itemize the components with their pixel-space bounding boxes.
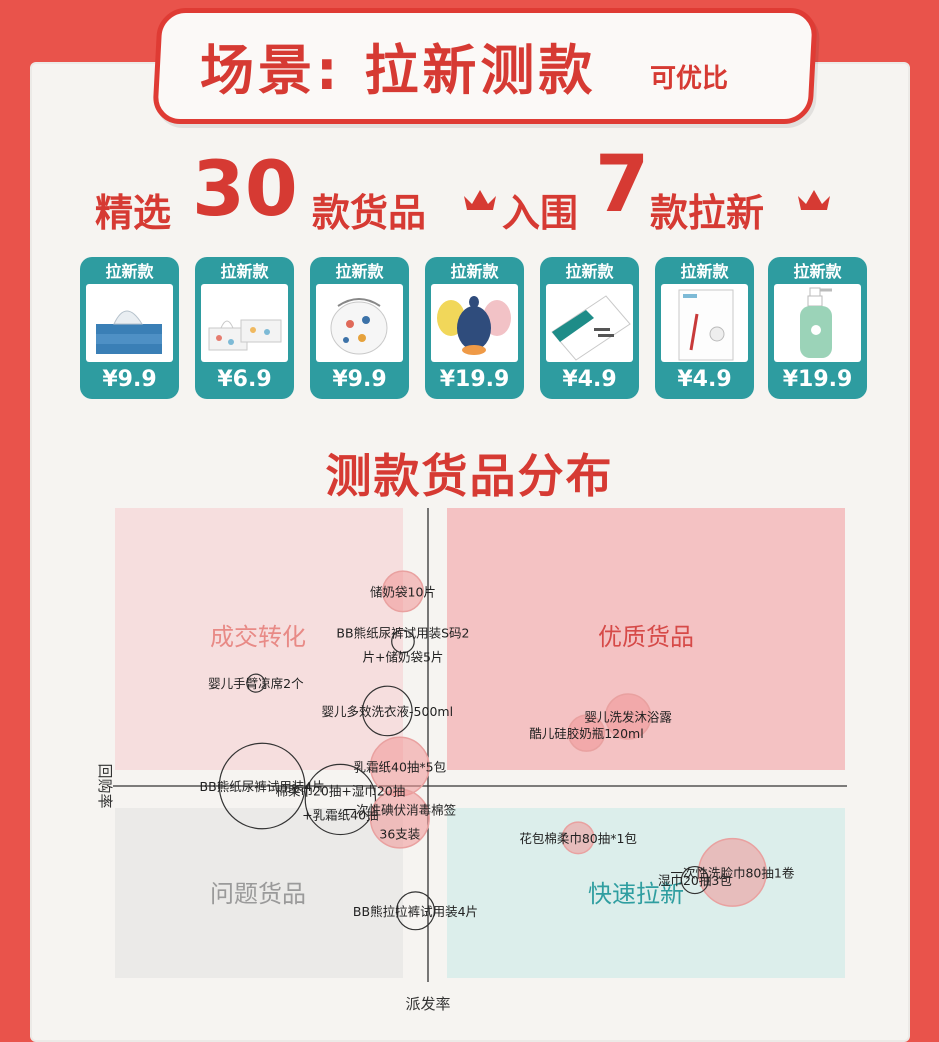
product-price: ¥19.9 [439,367,510,392]
product-card-6[interactable]: 拉新款 ¥4.9 [655,257,754,399]
product-tag: 拉新款 [565,262,614,281]
headline-number-7: 7 [595,140,650,230]
product-tag: 拉新款 [793,262,842,281]
data-label: 一次性洗脸巾80抽1卷 [670,865,794,880]
product-tag: 拉新款 [220,262,269,281]
wet-wipes-pack-icon [86,284,173,362]
product-card-5[interactable]: 拉新款 ¥4.9 [540,257,639,399]
data-point [381,570,424,613]
data-label: 婴儿洗发沐浴露 [584,710,672,725]
section-title: 测款货品分布 [325,449,614,503]
data-point [680,865,709,895]
product-card-1[interactable]: 拉新款 ¥9.9 [80,257,179,399]
data-label: 储奶袋10片 [370,584,436,599]
data-point [369,788,430,849]
product-card-3[interactable]: 拉新款 ¥9.9 [310,257,409,399]
data-label: 乳霜纸40抽*5包 [354,760,447,775]
data-label: 湿巾20抽3包 [658,873,732,888]
quadrant-label: 优质货品 [598,623,694,651]
data-point [604,693,652,740]
data-label: 酷儿硅胶奶瓶120ml [529,726,644,741]
headline-part2: 款货品 [312,191,427,235]
quadrant-label: 快速拉新 [588,880,684,908]
quadrant-top-left [115,508,403,770]
headline-part3: 入围 [502,191,579,235]
product-price: ¥4.9 [562,367,617,392]
product-tag: 拉新款 [680,262,729,281]
quadrant-label: 问题货品 [210,880,306,908]
brand-name: 可优比 [650,64,729,94]
headline-part1: 精选 [95,191,172,235]
data-label: 花包棉柔巾80抽*1包 [519,831,637,846]
headline: 精选 30 款货品 入围 7 款拉新 [0,140,939,235]
quadrant-label: 成交转化 [210,623,306,651]
quadrant-bottom-right [447,808,845,978]
body-wash-bottle-icon [774,284,861,362]
data-point [246,673,266,693]
product-tag: 拉新款 [450,262,499,281]
crown-icon [464,190,496,210]
data-label: 婴儿手臂凉席2个 [208,676,304,691]
x-axis-label: 派发率 [405,995,450,1013]
baby-bottles-icon [431,284,518,362]
data-label: 棉柔巾20抽+湿巾20抽+乳霜纸40抽 [275,783,405,822]
product-card-row: 拉新款 ¥9.9 拉新款 ¥6.9 拉新款 [80,257,870,402]
banner-title: 场景: 拉新测款 [200,39,597,102]
product-tag: 拉新款 [105,262,154,281]
quadrant-bottom-left [115,808,403,978]
data-point [395,891,435,931]
cotton-swab-box-icon [661,284,748,362]
product-price: ¥9.9 [102,367,157,392]
product-tag: 拉新款 [335,262,384,281]
data-point [304,763,377,836]
data-label: 婴儿多效洗衣液-500ml [322,704,454,719]
crown-icon [798,190,830,210]
product-price: ¥4.9 [677,367,732,392]
product-card-7[interactable]: 拉新款 ¥19.9 [768,257,867,399]
data-label: BB熊纸尿裤试用装4片 [200,779,325,794]
tissue-boxes-icon [201,284,288,362]
data-point [361,685,413,737]
cotton-roll-bag-icon [316,284,403,362]
product-price: ¥6.9 [217,367,272,392]
data-point [391,629,415,654]
product-card-4[interactable]: 拉新款 ¥19.9 [425,257,524,399]
data-point [697,837,767,907]
data-label: BB熊拉拉裤试用装4片 [353,904,478,919]
headline-number-30: 30 [192,144,298,233]
headline-part4: 款拉新 [650,191,765,235]
milk-storage-bag-icon [546,284,633,362]
product-price: ¥9.9 [332,367,387,392]
data-point [561,821,595,855]
product-card-2[interactable]: 拉新款 ¥6.9 [195,257,294,399]
data-point [218,742,306,830]
data-point [567,714,606,752]
product-price: ¥19.9 [782,367,853,392]
y-axis-label: 回购率 [96,763,114,808]
